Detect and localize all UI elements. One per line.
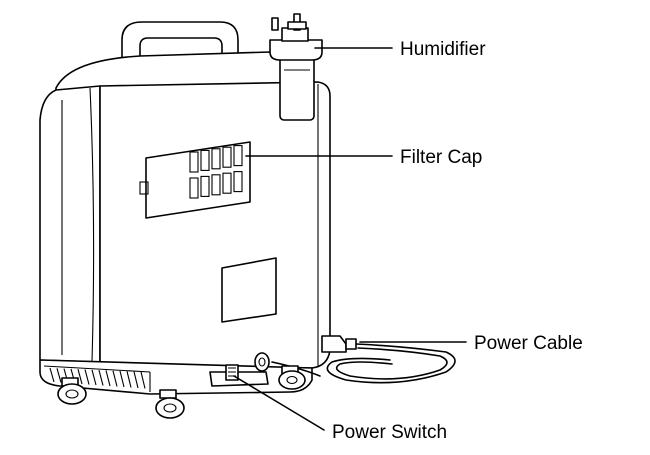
- grille-slot: [200, 149, 210, 171]
- vent-slot: [77, 369, 83, 385]
- caster-front-left: [57, 377, 87, 405]
- vent-slot: [105, 370, 111, 387]
- label-humidifier: Humidifier: [400, 39, 486, 60]
- power-cable: [271, 335, 456, 384]
- vent-slot: [119, 370, 125, 388]
- vent-slot: [84, 369, 90, 385]
- vent-slot: [91, 369, 97, 386]
- caster-front-right: [155, 389, 185, 419]
- main-body: [39, 81, 331, 369]
- vent-slot: [140, 371, 146, 389]
- vent-slot: [112, 370, 118, 387]
- filter-cap-grille: [189, 145, 243, 199]
- label-power-switch: Power Switch: [332, 422, 447, 443]
- vent-slot: [56, 368, 62, 383]
- leader-power-switch: [233, 375, 325, 431]
- grille-slot: [222, 172, 232, 194]
- grille-slot: [222, 146, 232, 168]
- label-filter-cap: Filter Cap: [400, 147, 482, 168]
- grille-slot: [189, 177, 199, 199]
- grille-slot: [233, 171, 243, 193]
- grille-slot: [189, 151, 199, 173]
- base-vents: [49, 367, 146, 389]
- grille-slot: [233, 145, 243, 167]
- vent-slot: [133, 371, 139, 389]
- grille-slot: [211, 148, 221, 170]
- label-power-cable: Power Cable: [474, 333, 583, 354]
- humidifier-bottle: [269, 13, 323, 121]
- grille-slot: [200, 175, 210, 197]
- grille-slot: [211, 174, 221, 196]
- caster-rear-right: [278, 365, 306, 390]
- label-plate: [221, 257, 277, 323]
- vent-slot: [126, 371, 132, 388]
- power-inlet: [254, 352, 270, 372]
- vent-slot: [49, 367, 55, 383]
- vent-slot: [98, 369, 104, 386]
